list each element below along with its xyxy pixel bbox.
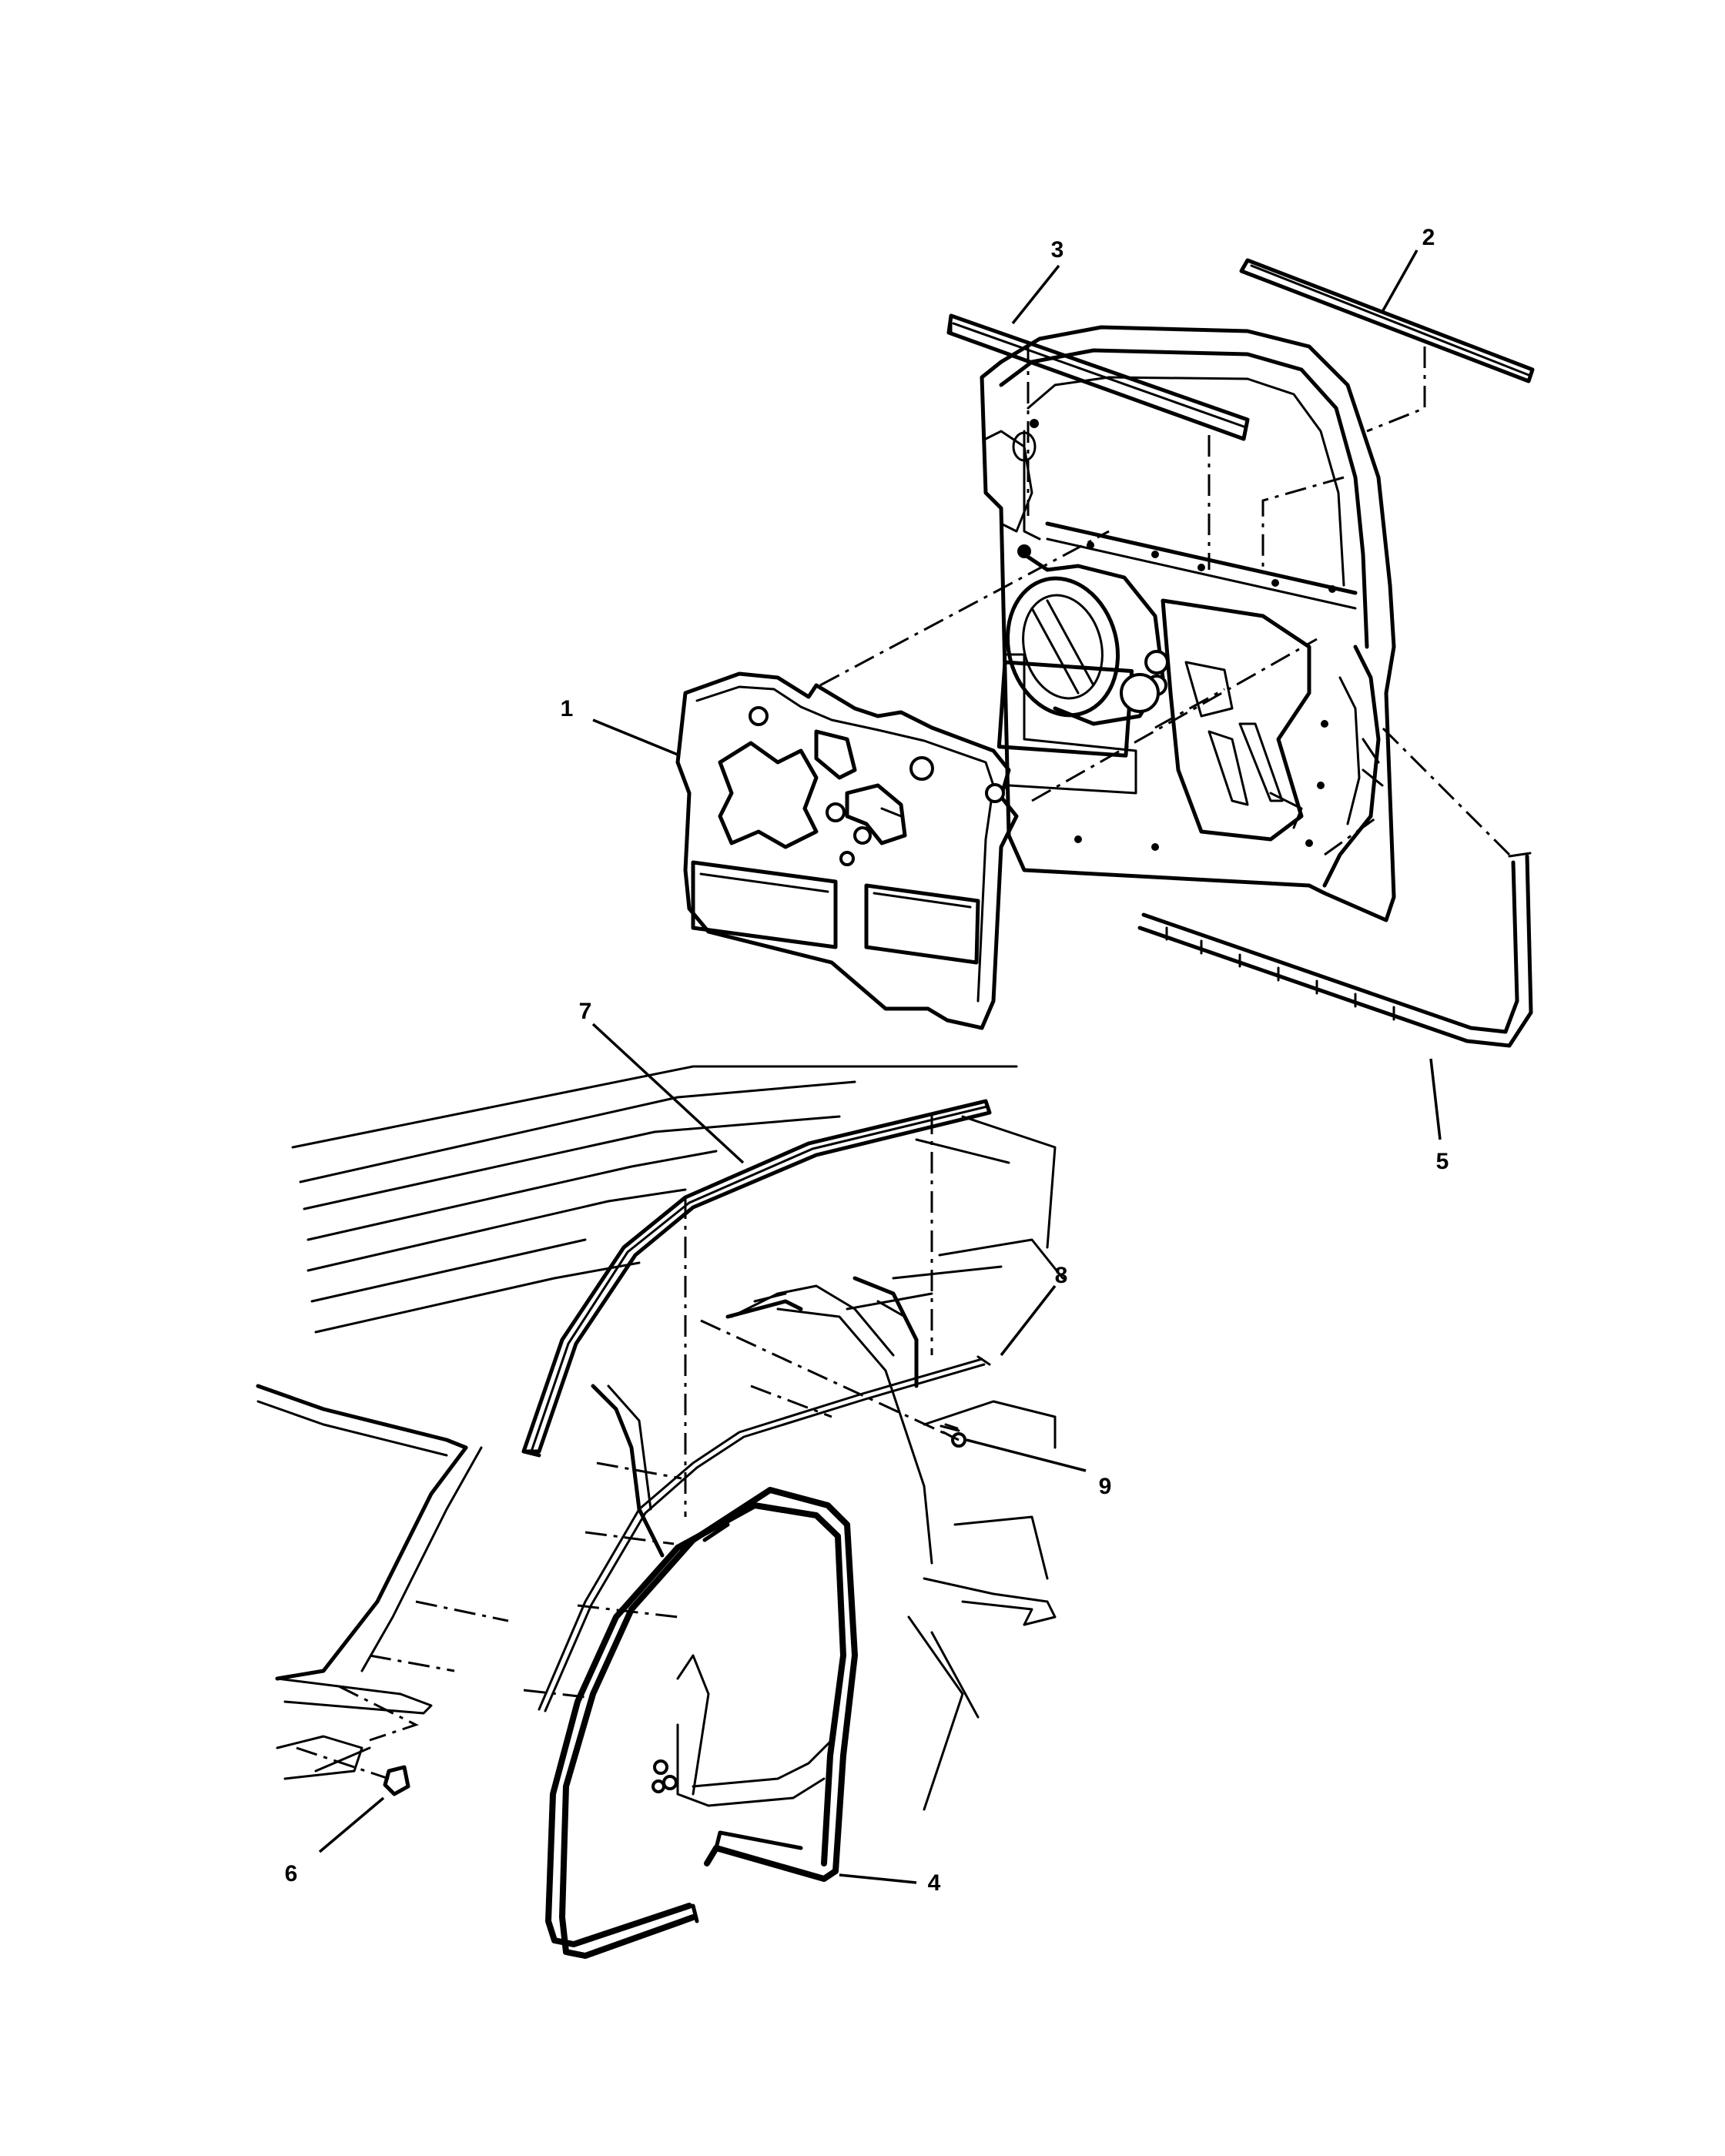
door-shell	[980, 325, 1396, 922]
callout-labels: 1 2 3 4 5 6 7 8 9	[285, 225, 1449, 1896]
leader-6	[318, 1796, 385, 1853]
leader-9	[966, 1438, 1087, 1472]
callout-3: 3	[1051, 237, 1064, 263]
inner-belt-weatherstrip	[946, 313, 1250, 441]
leader-3	[1011, 264, 1060, 325]
callout-5: 5	[1436, 1149, 1449, 1174]
leader-1	[592, 718, 678, 756]
door-secondary-seal	[538, 1355, 991, 1712]
door-bottom-seal	[1137, 852, 1533, 1048]
callout-4: 4	[928, 1870, 941, 1896]
callout-6: 6	[285, 1861, 298, 1886]
leader-2	[1381, 249, 1419, 313]
callout-8: 8	[1055, 1263, 1068, 1288]
callout-leaders	[318, 249, 1442, 1884]
water-deflector-panel	[675, 671, 1019, 1030]
body-plug	[383, 1765, 410, 1796]
leader-4	[839, 1873, 917, 1884]
alignment-lines	[296, 343, 1511, 1780]
door-opening-weatherstrip	[545, 1487, 858, 1959]
leader-5	[1429, 1058, 1442, 1140]
leader-7	[591, 1023, 745, 1164]
roof-rail-weatherstrip	[521, 1099, 992, 1458]
leader-8	[1000, 1284, 1057, 1357]
callout-2: 2	[1422, 225, 1435, 250]
vehicle-body	[256, 1065, 1064, 1811]
callout-7: 7	[579, 999, 592, 1024]
retainer-clip	[940, 1423, 966, 1448]
outer-belt-weatherstrip	[1239, 258, 1535, 383]
callout-9: 9	[1099, 1474, 1112, 1499]
callout-1: 1	[561, 696, 574, 721]
